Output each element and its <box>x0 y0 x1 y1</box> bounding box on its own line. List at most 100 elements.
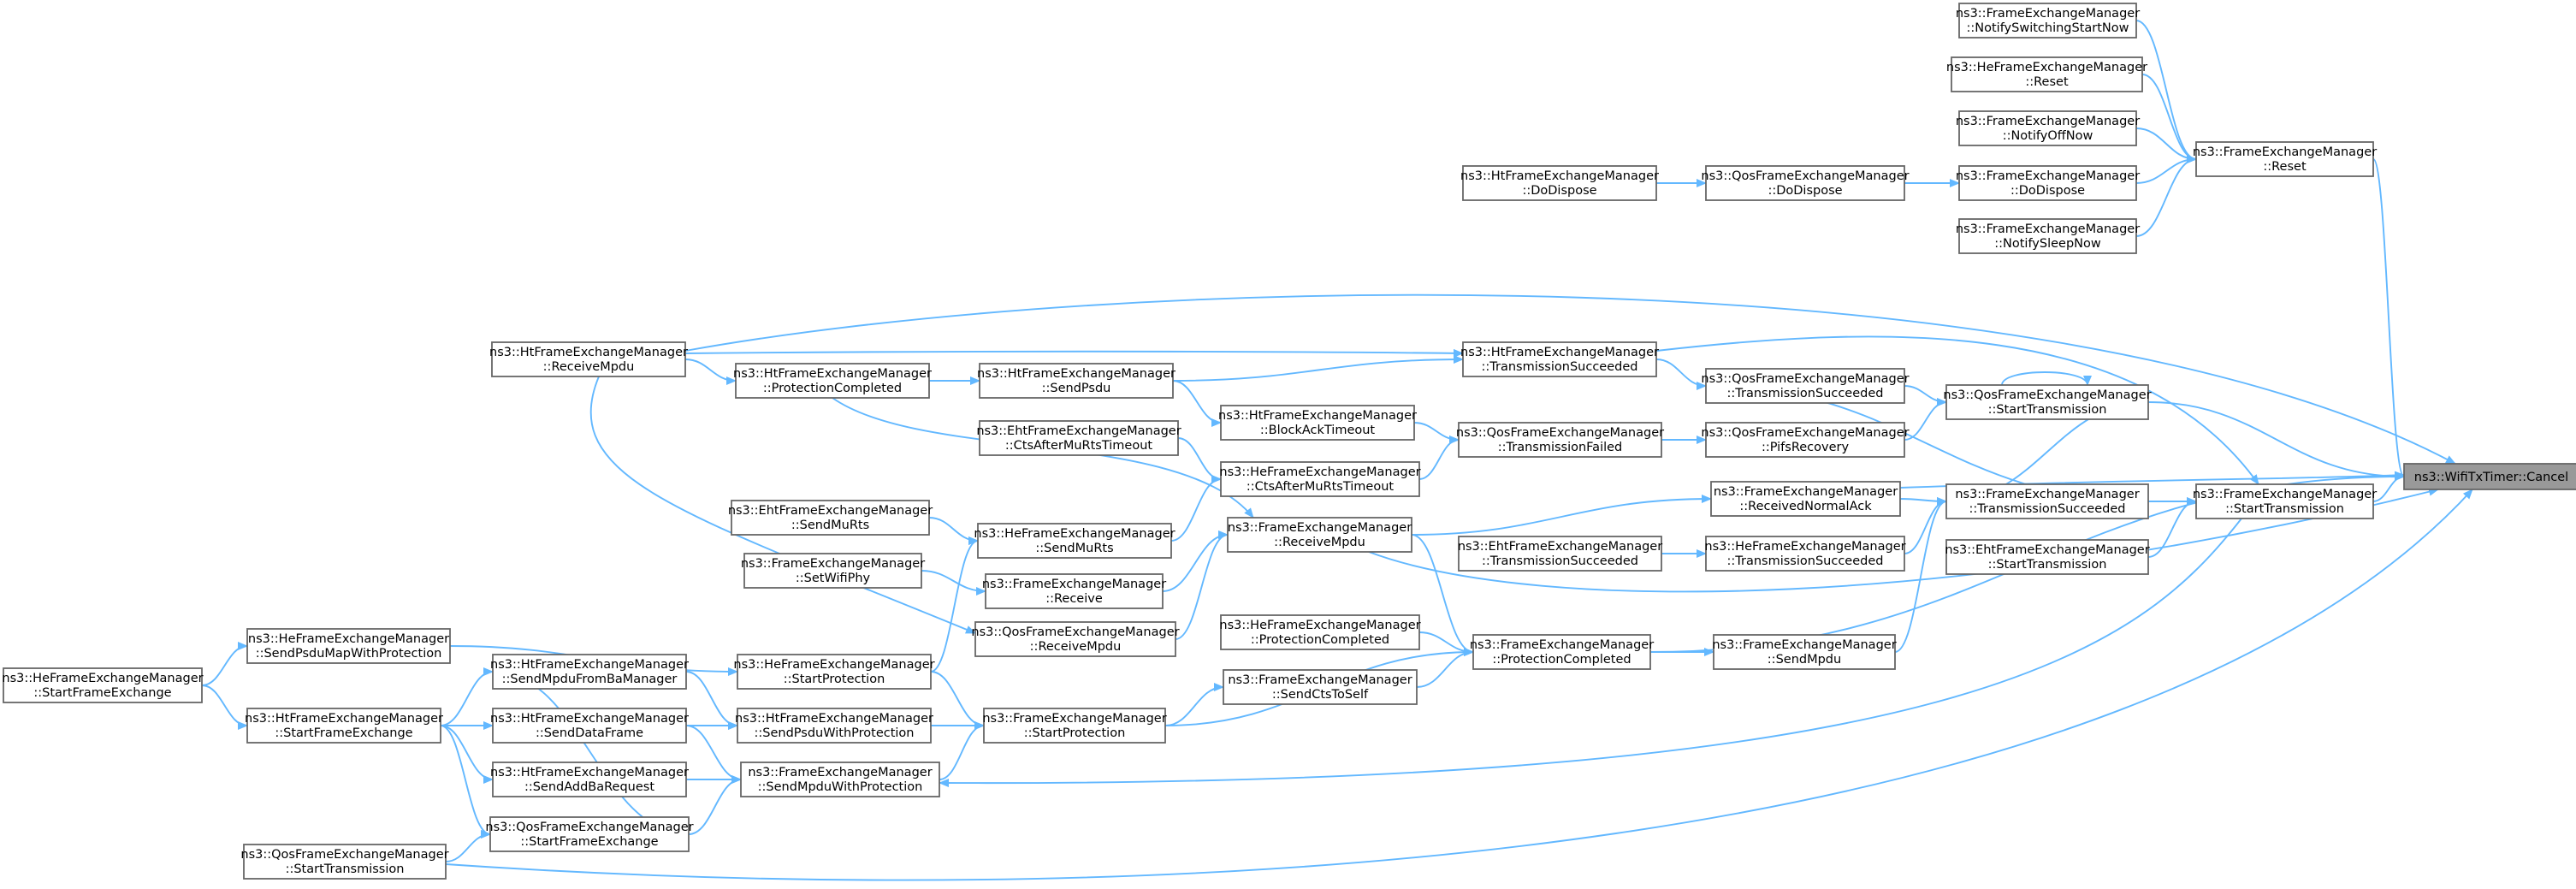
node-box <box>1958 165 2137 201</box>
node-qos-starttx2[interactable]: ns3::QosFrameExchangeManager::StartTrans… <box>240 844 449 880</box>
node-fem-sendcts[interactable]: ns3::FrameExchangeManager::SendCtsToSelf <box>1223 669 1418 705</box>
node-label-line: ns3::EhtFrameExchangeManager <box>728 504 933 518</box>
node-label-line: ::ProtectionCompleted <box>1492 653 1631 667</box>
node-label-line: ::TransmissionSucceeded <box>1727 387 1884 400</box>
node-ht-sendpsdu[interactable]: ns3::HtFrameExchangeManager::SendPsdu <box>977 363 1175 399</box>
node-he-startfe[interactable]: ns3::HeFrameExchangeManager::StartFrameE… <box>2 667 204 703</box>
node-box <box>1705 536 1905 572</box>
node-fem-recvmpdu[interactable]: ns3::FrameExchangeManager::ReceiveMpdu <box>1227 517 1412 553</box>
edge-ht_startfe-to-ht_sendaddba <box>440 725 494 784</box>
node-box <box>1713 634 1896 670</box>
node-label-line: ns3::FrameExchangeManager <box>2193 145 2377 159</box>
node-qos-starttx[interactable]: ns3::QosFrameExchangeManager::StartTrans… <box>1943 384 2152 420</box>
node-label-line: ::DoDispose <box>1522 184 1596 198</box>
edge-qos_recvmpdu-to-fem_recvmpdu <box>1175 530 1229 640</box>
node-ht-dodispose[interactable]: ns3::HtFrameExchangeManager::DoDispose <box>1460 165 1659 201</box>
node-label-line: ::CtsAfterMuRtsTimeout <box>1005 439 1153 453</box>
node-fem-startprot[interactable]: ns3::FrameExchangeManager::StartProtecti… <box>982 708 1167 744</box>
node-he-txsucc[interactable]: ns3::HeFrameExchangeManager::Transmissio… <box>1704 536 1906 572</box>
node-qos-txfail[interactable]: ns3::QosFrameExchangeManager::Transmissi… <box>1456 422 1664 458</box>
node-label-line: ns3::HtFrameExchangeManager <box>489 346 688 359</box>
node-label-line: ns3::FrameExchangeManager <box>1470 638 1654 652</box>
node-ht-senddata[interactable]: ns3::HtFrameExchangeManager::SendDataFra… <box>490 708 689 744</box>
edge-fem_receive-to-fem_recvmpdu <box>1162 530 1229 592</box>
node-label-line: ::ProtectionCompleted <box>763 382 902 395</box>
node-he-ctsmurts[interactable]: ns3::HeFrameExchangeManager::CtsAfterMuR… <box>1219 461 1421 497</box>
node-qos-pifs[interactable]: ns3::QosFrameExchangeManager::PifsRecove… <box>1701 422 1910 458</box>
node-eht-ctsmurts[interactable]: ns3::EhtFrameExchangeManager::CtsAfterMu… <box>976 420 1181 456</box>
node-qos-txsucc[interactable]: ns3::QosFrameExchangeManager::Transmissi… <box>1701 368 1910 404</box>
edge-ht_sendmpdufromba-to-ht_sendpsduprot <box>685 671 738 730</box>
node-ht-sendpsduprot[interactable]: ns3::HtFrameExchangeManager::SendPsduWit… <box>735 708 933 744</box>
node-fem-nssn[interactable]: ns3::FrameExchangeManager::NotifySwitchi… <box>1956 3 2140 39</box>
node-qos-startfe[interactable]: ns3::QosFrameExchangeManager::StartFrame… <box>485 816 694 852</box>
node-box <box>1462 341 1657 377</box>
node-ht-recvmpdu[interactable]: ns3::HtFrameExchangeManager::ReceiveMpdu <box>489 341 688 377</box>
node-fem-noff[interactable]: ns3::FrameExchangeManager::NotifyOffNow <box>1956 110 2140 146</box>
edge-he_ctsmurts-to-qos_txfail <box>1418 436 1460 480</box>
node-box <box>2195 141 2374 177</box>
node-fem-setwifiphy[interactable]: ns3::FrameExchangeManager::SetWifiPhy <box>741 553 925 589</box>
node-label-line: ns3::HeFrameExchangeManager <box>1946 61 2147 74</box>
node-fem-sendmpduprot[interactable]: ns3::FrameExchangeManager::SendMpduWithP… <box>740 762 940 797</box>
edge-fem_starttx-to-root <box>2372 472 2405 502</box>
node-fem-starttx[interactable]: ns3::FrameExchangeManager::StartTransmis… <box>2193 483 2377 519</box>
node-hefem-reset[interactable]: ns3::HeFrameExchangeManager::Reset <box>1946 56 2147 92</box>
node-box <box>1458 422 1662 458</box>
node-fem-sendmpdu[interactable]: ns3::FrameExchangeManager::SendMpdu <box>1712 634 1897 670</box>
edge-ht_recvmpdu-to-root <box>684 293 2456 465</box>
node-ht-protcomp[interactable]: ns3::HtFrameExchangeManager::ProtectionC… <box>733 363 932 399</box>
node-he-protcomp[interactable]: ns3::HeFrameExchangeManager::ProtectionC… <box>1219 614 1421 650</box>
node-ht-sendaddba[interactable]: ns3::HtFrameExchangeManager::SendAddBaRe… <box>490 762 689 797</box>
node-eht-starttx[interactable]: ns3::EhtFrameExchangeManager::StartTrans… <box>1945 539 2150 575</box>
node-fem-dodispose[interactable]: ns3::FrameExchangeManager::DoDispose <box>1956 165 2140 201</box>
node-ht-txsucc[interactable]: ns3::HtFrameExchangeManager::Transmissio… <box>1460 341 1659 377</box>
edge-he_startprot-to-fem_startprot <box>930 671 985 730</box>
node-box <box>1945 384 2149 420</box>
node-root[interactable]: ns3::WifiTxTimer::Cancel <box>2403 463 2576 490</box>
node-box <box>731 500 930 536</box>
node-box <box>1710 481 1901 517</box>
edge-fem_reset-to-root <box>2372 158 2405 481</box>
node-qos-recvmpdu[interactable]: ns3::QosFrameExchangeManager::ReceiveMpd… <box>971 621 1180 657</box>
node-box <box>1220 405 1415 441</box>
node-label-line: ::ReceiveMpdu <box>1030 640 1122 654</box>
node-label-line: ns3::QosFrameExchangeManager <box>240 848 448 862</box>
edge-eht_starttx-to-fem_starttx <box>2147 497 2197 558</box>
node-label-line: ns3::HeFrameExchangeManager <box>1704 540 1905 554</box>
node-he-sendpsdumap[interactable]: ns3::HeFrameExchangeManager::SendPsduMap… <box>246 628 451 664</box>
node-ht-startfe[interactable]: ns3::HtFrameExchangeManager::StartFrameE… <box>245 708 443 744</box>
node-qos-dodispose[interactable]: ns3::QosFrameExchangeManager::DoDispose <box>1701 165 1910 201</box>
edge-ht_sendpsdu-to-ht_txsucc <box>1172 355 1464 382</box>
node-he-startprot[interactable]: ns3::HeFrameExchangeManager::StartProtec… <box>733 654 935 690</box>
node-label-line: ::NotifySleepNow <box>1994 237 2101 251</box>
node-fem-reset[interactable]: ns3::FrameExchangeManager::Reset <box>2193 141 2377 177</box>
node-ht-bat[interactable]: ns3::HtFrameExchangeManager::BlockAckTim… <box>1218 405 1417 441</box>
node-label-line: ns3::HeFrameExchangeManager <box>248 632 449 646</box>
node-box <box>1462 165 1657 201</box>
node-eht-sendmurts[interactable]: ns3::EhtFrameExchangeManager::SendMuRts <box>728 500 933 536</box>
node-label-line: ::SendPsduWithProtection <box>754 726 914 740</box>
node-box <box>1472 634 1651 670</box>
node-label-line: ns3::FrameExchangeManager <box>1956 115 2140 128</box>
node-he-sendmurts[interactable]: ns3::HeFrameExchangeManager::SendMuRts <box>974 523 1175 559</box>
node-eht-txsucc[interactable]: ns3::EhtFrameExchangeManager::Transmissi… <box>1458 536 1662 572</box>
node-box <box>1951 56 2143 92</box>
node-box <box>737 654 932 690</box>
node-fem-rna[interactable]: ns3::FrameExchangeManager::ReceivedNorma… <box>1710 481 1901 517</box>
edge-ht_recvmpdu-to-ht_protcomp <box>684 359 737 385</box>
node-fem-protcomp[interactable]: ns3::FrameExchangeManager::ProtectionCom… <box>1470 634 1654 670</box>
node-fem-receive[interactable]: ns3::FrameExchangeManager::Receive <box>982 573 1166 609</box>
node-fem-nsleep[interactable]: ns3::FrameExchangeManager::NotifySleepNo… <box>1956 218 2140 254</box>
node-box <box>3 667 203 703</box>
node-box <box>977 523 1172 559</box>
node-label-line: ::TransmissionFailed <box>1498 441 1623 454</box>
node-ht-sendmpdufromba[interactable]: ns3::HtFrameExchangeManager::SendMpduFro… <box>490 654 689 690</box>
node-box <box>243 844 447 880</box>
edge-fem_rna-to-fem_txsucc <box>1899 496 1947 506</box>
node-label-line: ::ReceivedNormalAck <box>1739 500 1872 513</box>
node-box <box>1958 3 2137 39</box>
node-fem-txsucc[interactable]: ns3::FrameExchangeManager::TransmissionS… <box>1945 483 2149 519</box>
edge-fem_nssn-to-fem_reset <box>2135 20 2197 163</box>
